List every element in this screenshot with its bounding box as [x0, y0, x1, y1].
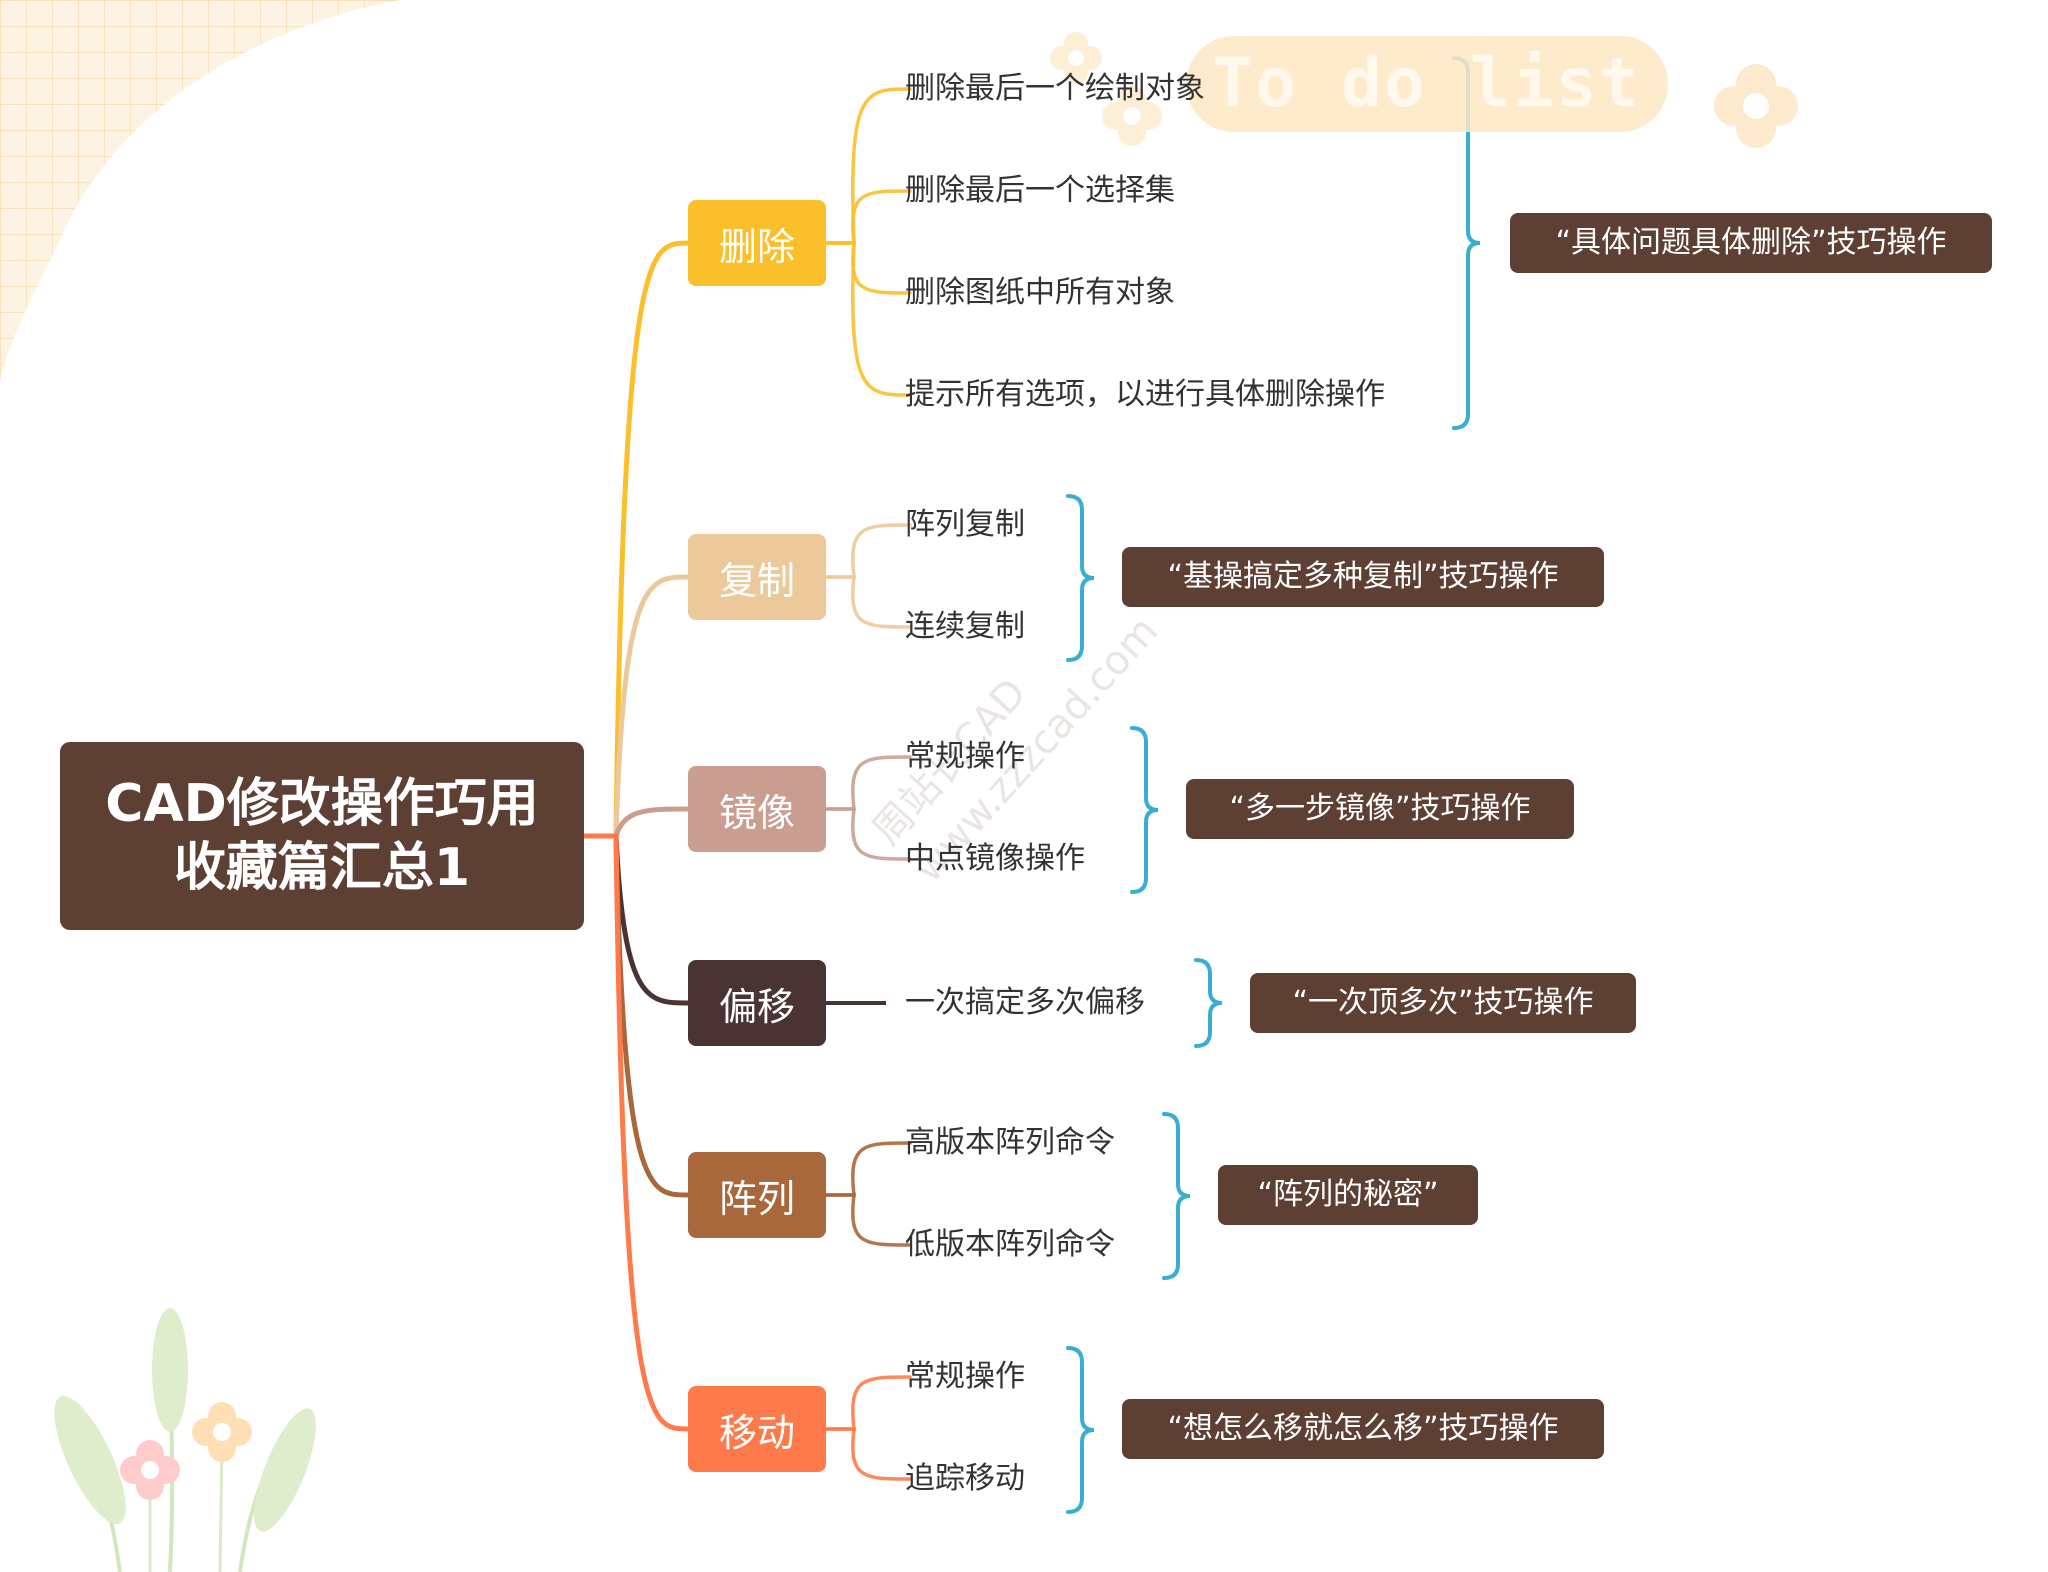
leaf-topic[interactable]: 低版本阵列命令: [905, 1227, 1115, 1262]
leaf-topic[interactable]: 中点镜像操作: [905, 841, 1085, 876]
leaf-connector: [824, 1193, 912, 1247]
leaf-topic[interactable]: 追踪移动: [905, 1461, 1025, 1496]
leaf-topic[interactable]: 删除图纸中所有对象: [905, 275, 1175, 310]
leaf-connector: [824, 1375, 912, 1431]
branch-node-move[interactable]: 移动: [688, 1386, 826, 1472]
branch-connector: [581, 833, 691, 1432]
summary-bracket: [1194, 958, 1223, 1048]
leaf-topic[interactable]: 常规操作: [905, 1359, 1025, 1394]
branch-connector: [581, 833, 691, 1006]
summary-bracket: [1066, 1346, 1095, 1514]
background-grid-lines: [0, 0, 400, 380]
branch-node-copy[interactable]: 复制: [688, 534, 826, 620]
leaf-connector: [824, 241, 912, 397]
tip-node-offset[interactable]: “一次顶多次”技巧操作: [1250, 973, 1636, 1033]
summary-bracket: [1162, 1112, 1191, 1280]
branch-connector: [581, 574, 691, 839]
leaf-topic[interactable]: 阵列复制: [905, 507, 1025, 542]
branch-node-mirror[interactable]: 镜像: [688, 766, 826, 852]
leaf-topic[interactable]: 删除最后一个选择集: [905, 173, 1175, 208]
root-title-line2: 收藏篇汇总1: [173, 838, 471, 898]
plant-decoration-icon: [54, 1308, 316, 1572]
leaf-connector: [824, 1427, 912, 1481]
branch-node-delete[interactable]: 删除: [688, 200, 826, 286]
leaf-connector: [824, 523, 912, 579]
branch-connector: [581, 833, 691, 1198]
summary-bracket: [1066, 494, 1095, 662]
tip-node-copy[interactable]: “基操搞定多种复制”技巧操作: [1122, 547, 1604, 607]
tip-node-mirror[interactable]: “多一步镜像”技巧操作: [1186, 779, 1574, 839]
leaf-topic[interactable]: 删除最后一个绘制对象: [905, 71, 1205, 106]
root-title-line1: CAD修改操作巧用: [105, 774, 539, 834]
tip-node-move[interactable]: “想怎么移就怎么移”技巧操作: [1122, 1399, 1604, 1459]
leaf-topic[interactable]: 高版本阵列命令: [905, 1125, 1115, 1160]
flower-icon: [1714, 64, 1798, 148]
leaf-topic[interactable]: 常规操作: [905, 739, 1025, 774]
leaf-connector: [824, 241, 912, 295]
leaf-connector: [824, 1141, 912, 1197]
leaf-topic[interactable]: 提示所有选项，以进行具体删除操作: [905, 377, 1385, 412]
leaf-connector: [824, 189, 912, 245]
branch-node-array[interactable]: 阵列: [688, 1152, 826, 1238]
tip-node-delete[interactable]: “具体问题具体删除”技巧操作: [1510, 213, 1992, 273]
branch-node-offset[interactable]: 偏移: [688, 960, 826, 1046]
branch-connector: [581, 240, 691, 839]
todo-list-badge: To do list: [1186, 36, 1668, 132]
branch-connector: [581, 806, 691, 839]
tip-node-array[interactable]: “阵列的秘密”: [1218, 1165, 1478, 1225]
leaf-connector: [824, 575, 912, 629]
leaf-connector: [824, 87, 912, 245]
leaf-connector: [824, 807, 912, 861]
root-topic[interactable]: CAD修改操作巧用 收藏篇汇总1: [60, 742, 584, 930]
flower-icon: [1102, 86, 1162, 146]
leaf-connector: [824, 755, 912, 811]
summary-bracket: [1130, 726, 1159, 894]
leaf-topic[interactable]: 一次搞定多次偏移: [905, 985, 1145, 1020]
flower-icon: [1050, 32, 1102, 84]
leaf-topic[interactable]: 连续复制: [905, 609, 1025, 644]
